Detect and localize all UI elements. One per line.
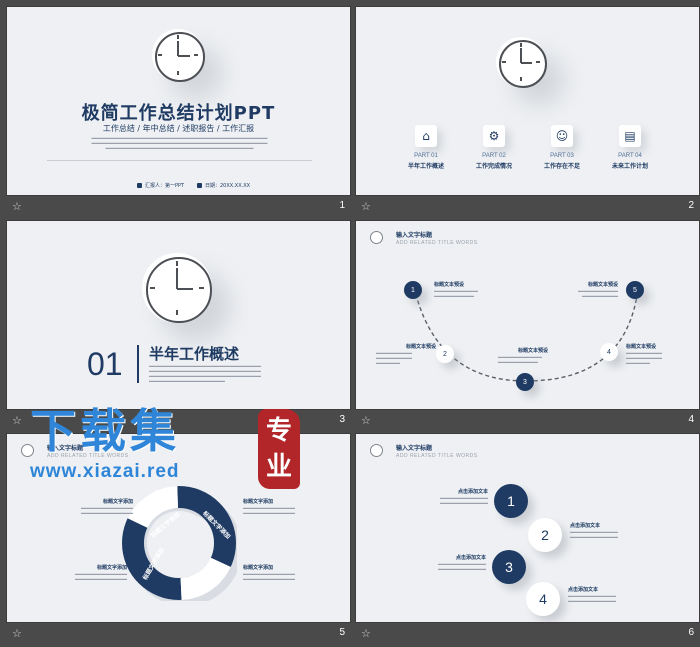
slide-number: 1 <box>339 200 345 211</box>
timeline-label-3: 标题文本预设 ▬▬▬▬▬▬▬▬▬▬▬▬▬▬▬▬▬▬▬▬▬ <box>498 348 548 364</box>
header-subtitle: ADD RELATED TITLE WORDS <box>47 453 129 459</box>
calendar-icon <box>197 183 202 188</box>
timeline-label-2: 标题文本预设 ▬▬▬▬▬▬▬▬▬▬▬▬▬▬▬▬▬▬▬▬▬▬▬▬ <box>376 344 436 365</box>
timeline-node-3: 3 <box>516 373 534 391</box>
watermark-seal: 专业 <box>258 409 300 489</box>
home-icon: ⌂ <box>415 125 437 147</box>
timeline-label-4: 标题文本预设 ▬▬▬▬▬▬▬▬▬▬▬▬▬▬▬▬▬▬▬▬▬▬▬▬ <box>626 344 662 365</box>
part-03[interactable]: ☺ PART 03 工作存在不足 <box>532 125 592 170</box>
clock-icon <box>21 444 34 457</box>
section-title: 半年工作概述 <box>149 345 240 363</box>
cycle-label-4: 标题文字添加 ▬▬▬▬▬▬▬▬▬▬▬▬▬▬▬▬▬▬▬▬▬▬▬▬▬▬ <box>243 565 295 581</box>
step-node-4: 4 <box>526 582 560 616</box>
divider <box>137 345 139 383</box>
watermark-brand: 下载集 <box>30 404 180 458</box>
star-icon[interactable]: ☆ <box>12 414 22 427</box>
step-label-2: 点击添加文本 ▬▬▬▬▬▬▬▬▬▬▬▬▬▬▬▬▬▬▬▬▬▬▬▬ <box>570 523 618 539</box>
slide-canvas[interactable]: 极简工作总结计划PPT 工作总结 / 年中总结 / 述职报告 / 工作汇报 ▬▬… <box>6 6 351 196</box>
section-number: 01 <box>87 346 123 382</box>
step-label-3: 点击添加文本 ▬▬▬▬▬▬▬▬▬▬▬▬▬▬▬▬▬▬▬▬▬▬▬▬ <box>438 555 486 571</box>
slide-footer: ☆ 3 <box>6 411 351 431</box>
gears-icon: ⚙ <box>483 125 505 147</box>
timeline-label-5: 标题文本预设 ▬▬▬▬▬▬▬▬▬▬▬▬▬▬▬▬▬▬▬ <box>578 282 618 298</box>
slide-canvas[interactable]: 01 半年工作概述 ▬▬▬▬▬▬▬▬▬▬▬▬▬▬▬▬▬▬▬▬▬▬▬▬▬▬▬▬ ▬… <box>6 220 351 410</box>
watermark: 下载集 www.xiazai.red 专业 <box>30 395 320 495</box>
slide-canvas[interactable]: 输入文字标题 ADD RELATED TITLE WORDS 1 2 3 4 5… <box>355 220 700 410</box>
slide-number: 5 <box>339 627 345 638</box>
header-title: 输入文字标题 <box>47 445 84 452</box>
placeholder-paragraph: ▬▬▬▬▬▬▬▬▬▬▬▬▬▬▬▬▬▬▬▬▬▬▬▬▬▬▬▬ ▬▬▬▬▬▬▬▬▬▬▬… <box>149 363 261 383</box>
timeline-node-4: 4 <box>600 343 618 361</box>
clock-icon <box>370 444 383 457</box>
timeline-node-5: 5 <box>626 281 644 299</box>
slide-canvas[interactable]: ⌂ PART 01 半年工作概述 ⚙ PART 02 工作完成情况 ☺ PART… <box>355 6 700 196</box>
slide-thumbnail-1[interactable]: 极简工作总结计划PPT 工作总结 / 年中总结 / 述职报告 / 工作汇报 ▬▬… <box>6 6 351 217</box>
slide-thumbnail-6[interactable]: 输入文字标题 ADD RELATED TITLE WORDS 1 2 3 4 点… <box>355 433 700 644</box>
document-icon: ▤ <box>619 125 641 147</box>
header-subtitle: ADD RELATED TITLE WORDS <box>396 240 478 246</box>
timeline-node-1: 1 <box>404 281 422 299</box>
slide-title: 极简工作总结计划PPT <box>81 103 276 124</box>
step-node-2: 2 <box>528 518 562 552</box>
cycle-label-3: 标题文字添加 ▬▬▬▬▬▬▬▬▬▬▬▬▬▬▬▬▬▬▬▬▬▬▬▬▬▬ <box>75 565 127 581</box>
cycle-label-1: 标题文字添加 ▬▬▬▬▬▬▬▬▬▬▬▬▬▬▬▬▬▬▬▬▬▬▬▬▬▬ <box>81 499 133 515</box>
cycle-label-2: 标题文字添加 ▬▬▬▬▬▬▬▬▬▬▬▬▬▬▬▬▬▬▬▬▬▬▬▬▬▬ <box>243 499 295 515</box>
reporter-meta: 汇报人：第一PPT <box>137 182 184 189</box>
slide-footer: ☆ 2 <box>355 197 700 217</box>
slide-footer: ☆ 4 <box>355 411 700 431</box>
slide-number: 2 <box>688 200 694 211</box>
date-meta: 日期：20XX.XX.XX <box>197 182 250 189</box>
part-04[interactable]: ▤ PART 04 未来工作计划 <box>600 125 660 170</box>
slide-footer: ☆ 1 <box>6 197 351 217</box>
slide-footer: ☆ 6 <box>355 624 700 644</box>
slide-number: 6 <box>688 627 694 638</box>
step-label-1: 点击添加文本 ▬▬▬▬▬▬▬▬▬▬▬▬▬▬▬▬▬▬▬▬▬▬▬▬ <box>440 489 488 505</box>
slide-canvas[interactable]: 输入文字标题 ADD RELATED TITLE WORDS 1 2 3 4 点… <box>355 433 700 623</box>
cycle-ring <box>122 486 237 601</box>
star-icon[interactable]: ☆ <box>361 414 371 427</box>
star-icon[interactable]: ☆ <box>361 200 371 213</box>
step-node-3: 3 <box>492 550 526 584</box>
star-icon[interactable]: ☆ <box>361 627 371 640</box>
star-icon[interactable]: ☆ <box>12 200 22 213</box>
people-icon: ☺ <box>551 125 573 147</box>
slide-thumbnail-4[interactable]: 输入文字标题 ADD RELATED TITLE WORDS 1 2 3 4 5… <box>355 220 700 431</box>
slide-subtitle: 工作总结 / 年中总结 / 述职报告 / 工作汇报 <box>102 124 255 133</box>
step-node-1: 1 <box>494 484 528 518</box>
watermark-url: www.xiazai.red <box>30 461 180 482</box>
clock-icon <box>370 231 383 244</box>
clock-icon <box>152 29 205 82</box>
slide-number: 4 <box>688 414 694 425</box>
divider <box>47 160 312 161</box>
clock-icon <box>142 253 212 323</box>
person-icon <box>137 183 142 188</box>
slide-thumbnail-2[interactable]: ⌂ PART 01 半年工作概述 ⚙ PART 02 工作完成情况 ☺ PART… <box>355 6 700 217</box>
step-label-4: 点击添加文本 ▬▬▬▬▬▬▬▬▬▬▬▬▬▬▬▬▬▬▬▬▬▬▬▬ <box>568 587 616 603</box>
clock-icon <box>496 37 547 88</box>
header-title: 输入文字标题 <box>396 445 433 452</box>
header-title: 输入文字标题 <box>396 232 433 239</box>
slide-thumbnail-3[interactable]: 01 半年工作概述 ▬▬▬▬▬▬▬▬▬▬▬▬▬▬▬▬▬▬▬▬▬▬▬▬▬▬▬▬ ▬… <box>6 220 351 431</box>
part-02[interactable]: ⚙ PART 02 工作完成情况 <box>464 125 524 170</box>
timeline-node-2: 2 <box>436 345 454 363</box>
star-icon[interactable]: ☆ <box>12 627 22 640</box>
part-01[interactable]: ⌂ PART 01 半年工作概述 <box>396 125 456 170</box>
placeholder-paragraph: ▬▬▬▬▬▬▬▬▬▬▬▬▬▬▬▬▬▬▬▬▬▬▬▬▬▬▬▬▬▬▬▬▬▬▬▬▬▬▬▬… <box>91 135 268 150</box>
slide-footer: ☆ 5 <box>6 624 351 644</box>
timeline-label-1: 标题文本预设 ▬▬▬▬▬▬▬▬▬▬▬▬▬▬▬▬▬▬▬▬▬ <box>434 282 478 298</box>
slide-number: 3 <box>339 414 345 425</box>
header-subtitle: ADD RELATED TITLE WORDS <box>396 453 478 459</box>
